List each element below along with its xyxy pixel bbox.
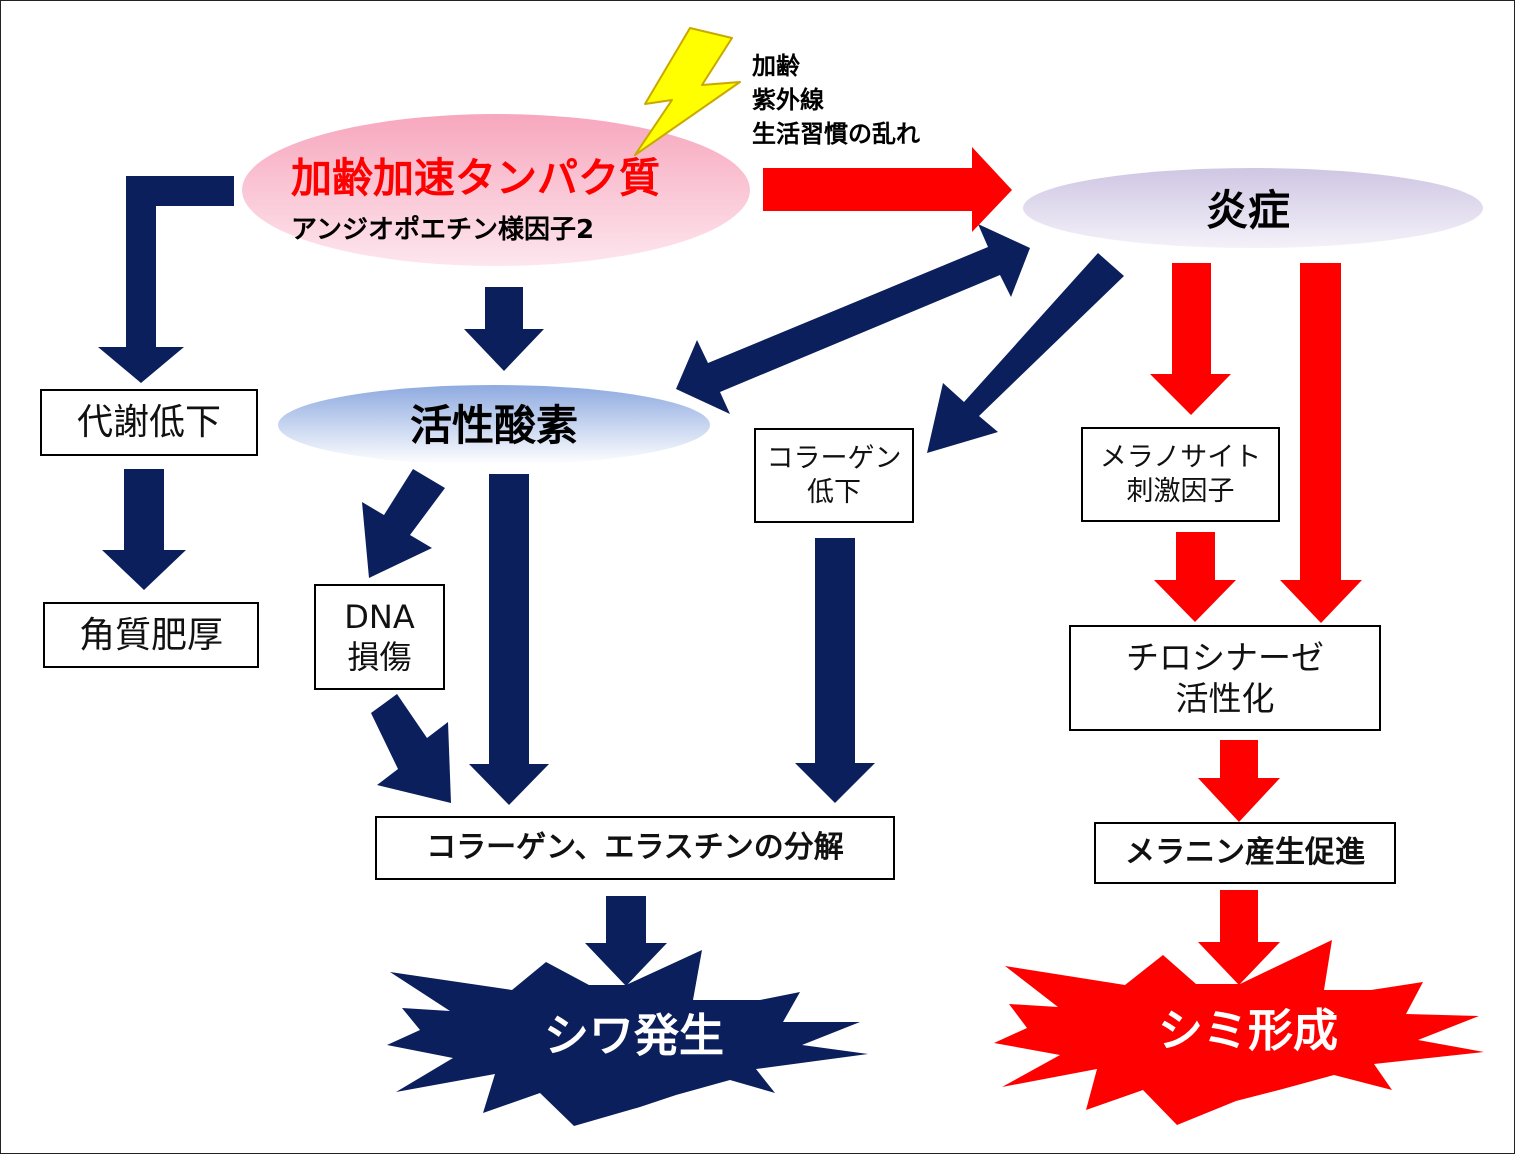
arrow-ros-inflammation-double xyxy=(676,224,1030,414)
ros-ellipse xyxy=(278,385,710,465)
arrow-protein-to-inflammation xyxy=(763,147,1012,232)
collagen-down-line1: コラーゲン xyxy=(766,442,902,474)
arrow-inflammation-to-tyrosinase xyxy=(1280,263,1362,623)
trigger-lifestyle: 生活習慣の乱れ xyxy=(752,120,920,148)
protein-subtitle: アンジオポエチン様因子2 xyxy=(291,215,595,245)
arrow-melanocyte-to-tyrosinase xyxy=(1154,532,1236,622)
arrow-metabolism-to-keratin xyxy=(102,469,186,590)
arrow-protein-to-ros xyxy=(464,287,544,371)
spot-label: シミ形成 xyxy=(1158,1004,1339,1057)
arrow-collagen-down-to-breakdown xyxy=(795,538,875,803)
arrow-inflammation-to-melanocyte xyxy=(1150,263,1231,415)
inflammation-ellipse xyxy=(1023,168,1483,248)
breakdown-label: コラーゲン、エラスチンの分解 xyxy=(426,830,844,866)
wrinkle-burst xyxy=(387,950,868,1126)
arrow-ros-to-breakdown xyxy=(469,474,549,805)
dna-label-line2: 損傷 xyxy=(347,638,412,676)
tyrosinase-line1: チロシナーゼ xyxy=(1126,637,1324,677)
metabolism-label: 代謝低下 xyxy=(76,402,221,443)
melanocyte-line2: 刺激因子 xyxy=(1126,475,1235,507)
keratin-label: 角質肥厚 xyxy=(78,614,223,656)
collagen-down-line2: 低下 xyxy=(807,476,861,508)
protein-ellipse xyxy=(242,114,750,266)
arrow-breakdown-to-wrinkle xyxy=(585,896,667,986)
dna-box: DNA 損傷 xyxy=(314,584,445,690)
arrow-inflammation-to-collagen-down xyxy=(927,253,1124,453)
breakdown-box: コラーゲン、エラスチンの分解 xyxy=(375,816,895,880)
melanocyte-box: メラノサイト 刺激因子 xyxy=(1081,427,1280,522)
collagen-down-box: コラーゲン 低下 xyxy=(754,428,914,523)
spot-burst xyxy=(994,940,1484,1125)
melanocyte-line1: メラノサイト xyxy=(1099,441,1262,473)
melanin-box: メラニン産生促進 xyxy=(1094,822,1396,884)
arrow-melanin-to-spot xyxy=(1198,890,1280,985)
wrinkle-label: シワ発生 xyxy=(544,1009,725,1062)
tyrosinase-line2: 活性化 xyxy=(1175,679,1275,718)
arrow-ros-to-dna xyxy=(362,469,445,578)
ros-label: 活性酸素 xyxy=(410,401,579,450)
trigger-aging: 加齢 xyxy=(752,52,800,80)
metabolism-box: 代謝低下 xyxy=(40,389,258,456)
dna-label-line1: DNA xyxy=(344,598,415,636)
trigger-uv: 紫外線 xyxy=(752,86,824,114)
lightning-icon xyxy=(634,27,741,156)
keratin-box: 角質肥厚 xyxy=(43,602,259,668)
inflammation-label: 炎症 xyxy=(1206,186,1291,235)
melanin-label: メラニン産生促進 xyxy=(1125,835,1365,871)
arrow-tyrosinase-to-melanin xyxy=(1198,740,1280,822)
arrow-protein-to-metabolism xyxy=(98,176,234,383)
arrow-dna-to-breakdown xyxy=(371,694,451,803)
protein-title: 加齢加速タンパク質 xyxy=(291,154,660,202)
tyrosinase-box: チロシナーゼ 活性化 xyxy=(1069,625,1381,731)
